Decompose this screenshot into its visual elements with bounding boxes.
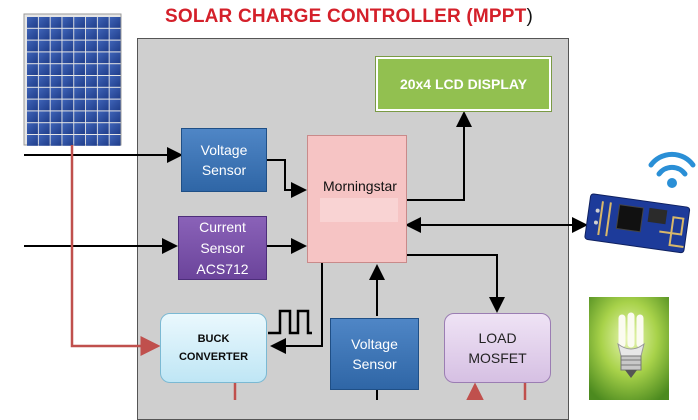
title-text: SOLAR CHARGE CONTROLLER (MPPT xyxy=(164,6,527,27)
voltage-sensor-top-line1: Voltage xyxy=(200,142,248,158)
lcd-display-block: 20x4 LCD DISPLAY xyxy=(375,56,552,112)
load-line2: MOSFET xyxy=(468,350,527,366)
current-sensor-line1: Current xyxy=(199,218,246,235)
load-line1: LOAD xyxy=(478,330,517,346)
line-vsensor-to-mcu xyxy=(267,159,307,198)
controller-label-patch xyxy=(320,198,398,222)
voltage-sensor-bottom-line1: Voltage xyxy=(351,336,398,352)
load-mosfet-block: LOAD MOSFET xyxy=(444,313,551,383)
line-mcu-to-lcd xyxy=(407,111,472,201)
buck-line2: CONVERTER xyxy=(178,351,249,363)
buck-line1: BUCK xyxy=(197,333,230,345)
buck-converter-block: BUCK CONVERTER xyxy=(160,313,267,383)
controller-block: Morningstar xyxy=(307,135,407,263)
line-mcu-to-load xyxy=(407,254,505,313)
current-sensor-line3: ACS712 xyxy=(196,260,249,277)
controller-label: Morningstar xyxy=(323,178,397,194)
power-line-panel xyxy=(70,145,161,356)
voltage-sensor-bottom-line2: Sensor xyxy=(352,356,397,372)
line-mcu-to-buck xyxy=(270,263,323,354)
diagram-title: SOLAR CHARGE CONTROLLER (MPPT) xyxy=(0,6,698,28)
connections xyxy=(24,111,588,400)
title-paren: ) xyxy=(526,6,534,27)
voltage-sensor-top-line2: Sensor xyxy=(201,162,247,178)
pwm-signal-icon xyxy=(268,309,312,335)
current-sensor-line2: Sensor xyxy=(200,239,245,256)
lcd-label: 20x4 LCD DISPLAY xyxy=(399,76,528,92)
